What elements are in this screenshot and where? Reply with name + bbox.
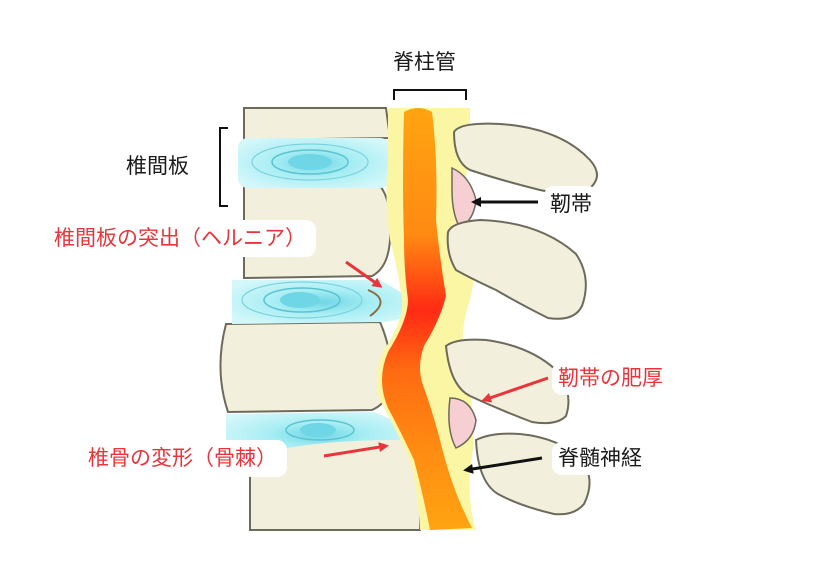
vertebra-1 xyxy=(243,107,392,142)
process-2 xyxy=(446,218,587,320)
disc-upper xyxy=(238,138,390,188)
vertebra-3 xyxy=(219,320,394,414)
disc-label: 椎間板 xyxy=(126,154,189,178)
spinal-nerve xyxy=(382,108,472,530)
spinal-canal-bracket xyxy=(393,89,467,100)
bone-spur-arrow xyxy=(323,442,389,458)
ligaments xyxy=(448,166,477,449)
spinal-nerve-arrow xyxy=(463,456,543,474)
ligament-thickened xyxy=(448,397,477,449)
ligament-label: 靭帯 xyxy=(544,186,598,223)
ligament-thickening-arrow xyxy=(481,376,549,403)
disc-bracket xyxy=(219,127,228,207)
spinal-nerve-label: 脊髄神経 xyxy=(552,442,648,475)
vertebral-bodies xyxy=(219,107,421,531)
bone-spur-label: 椎骨の変形（骨棘） xyxy=(78,440,287,477)
ligament-upper xyxy=(451,166,477,230)
herniation-label: 椎間板の突出（ヘルニア） xyxy=(44,220,316,257)
herniation-arrow xyxy=(345,260,383,288)
ligament-thickening-label: 靭帯の肥厚 xyxy=(552,362,669,395)
process-1 xyxy=(452,122,598,194)
disc-herniated xyxy=(232,280,416,324)
process-3 xyxy=(444,338,570,425)
spinal-canal-label: 脊柱管 xyxy=(393,50,456,74)
